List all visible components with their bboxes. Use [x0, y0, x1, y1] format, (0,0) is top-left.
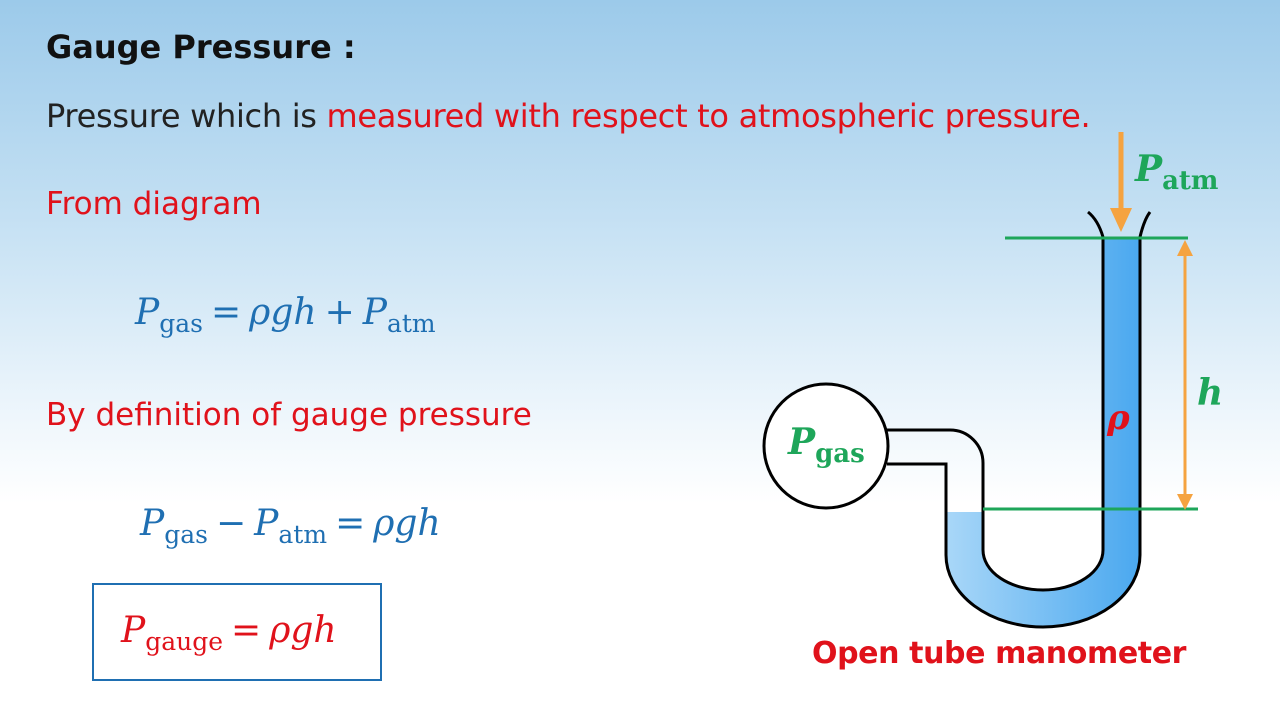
eq1-rhs-sub: atm	[386, 309, 436, 338]
equation-pressure-difference: Pgas−Patm=ρgh	[140, 503, 441, 549]
atm-arrow-head	[1110, 208, 1132, 232]
eq2-minus: −	[215, 503, 247, 544]
p-atm-label: Patm	[1135, 148, 1218, 196]
eq2-equals: =	[335, 503, 366, 544]
eq2-t1: P	[140, 503, 165, 544]
eq1-lhs-sub: gas	[159, 309, 203, 338]
eq2-t2-sub: atm	[278, 520, 328, 549]
height-arrow-top	[1177, 240, 1193, 256]
p-gas-label: Pgas	[788, 421, 865, 469]
eq2-rhs: ρgh	[373, 503, 441, 544]
eq3-lhs-sub: gauge	[145, 627, 224, 656]
density-label: ρ	[1107, 398, 1130, 438]
eq3-rhs: ρgh	[269, 610, 337, 651]
eq2-t1-sub: gas	[164, 520, 208, 549]
eq2-t2: P	[254, 503, 279, 544]
eq1-equals: =	[210, 292, 242, 333]
definition-highlight: measured with respect to atmospheric pre…	[326, 97, 1091, 135]
eq3-equals: =	[231, 610, 262, 651]
from-diagram-label: From diagram	[46, 186, 262, 222]
result-box: Pgauge=ρgh	[92, 583, 382, 681]
equation-gas-pressure: Pgas=ρgh+Patm	[135, 292, 436, 338]
slide-title: Gauge Pressure :	[46, 28, 356, 66]
diagram-caption: Open tube manometer	[812, 636, 1187, 671]
connecting-tube-inner	[887, 237, 1142, 629]
eq1-term1: ρgh	[249, 292, 317, 333]
height-label: h	[1197, 372, 1224, 414]
eq1-plus: +	[324, 292, 355, 333]
p-gas-subscript: gas	[815, 439, 865, 469]
eq1-lhs: P	[135, 292, 160, 333]
p-atm-subscript: atm	[1162, 166, 1219, 196]
p-atm-symbol: P	[1135, 148, 1163, 190]
eq3-lhs: P	[121, 610, 146, 651]
connecting-tube-outer	[885, 237, 1105, 592]
definition-text: Pressure which is measured with respect …	[46, 97, 1091, 135]
eq1-rhs: P	[362, 292, 387, 333]
equation-gauge-pressure: Pgauge=ρgh	[121, 610, 337, 656]
p-gas-symbol: P	[788, 421, 816, 463]
tube-flare-left	[1087, 210, 1105, 238]
tube-flare-right	[1138, 211, 1152, 238]
by-definition-label: By definition of gauge pressure	[46, 397, 532, 433]
height-arrow-bottom	[1177, 494, 1193, 510]
gas-bulb	[762, 382, 890, 510]
definition-prefix: Pressure which is	[46, 97, 327, 135]
manometer-fluid	[946, 238, 1140, 627]
